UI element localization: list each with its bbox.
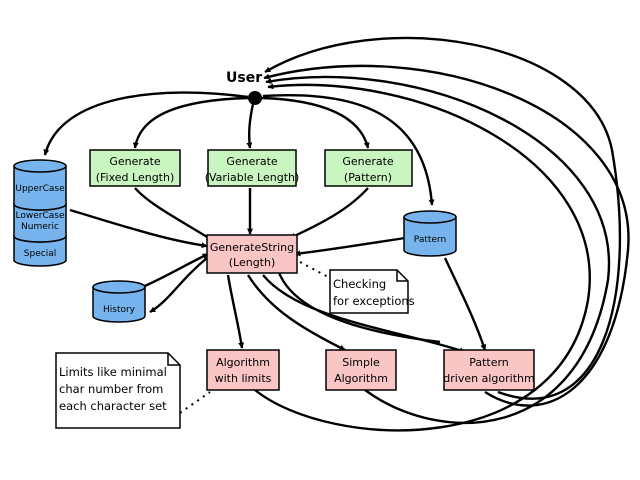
charset-database[interactable]: Special LowerCase Numeric UpperCase [13,159,67,267]
note-exceptions-line1: Checking [333,277,386,291]
connectors [43,36,630,432]
pattern-algorithm-box[interactable]: Pattern driven algorithm [443,349,535,391]
edge-user-to-pattern-db [262,94,435,206]
generate-string-title: GenerateString [210,241,294,254]
charset-special-label: Special [24,249,56,259]
history-db-label: History [103,305,136,315]
edge-charset-to-core [69,208,208,249]
charset-numeric-label: Numeric [21,222,59,232]
edge-core-to-pattern-alg [262,274,466,354]
edge-pattern-alg-to-user [263,64,630,407]
note-limits-line3: each character set [59,399,167,413]
simple-algorithm-subtitle: Algorithm [334,372,388,385]
generate-variable-box[interactable]: Generate (Variable Length) [205,149,300,187]
edge-limits-to-user [254,83,591,432]
note-connectors [179,261,331,414]
edge-pattern-gen-to-core [289,187,369,240]
dotted-link-limits [179,391,211,414]
generate-fixed-title: Generate [109,155,161,168]
generate-variable-subtitle: (Variable Length) [205,171,300,184]
dotted-link-exceptions [299,261,331,279]
charset-uppercase-label: UpperCase [15,184,65,194]
algorithm-limits-box[interactable]: Algorithm with limits [206,349,280,391]
generate-string-subtitle: (Length) [229,256,276,269]
pattern-algorithm-subtitle: driven algorithm [443,372,534,385]
edge-user-to-generate-fixed [132,96,249,149]
edge-core-loop [276,269,441,344]
pattern-database[interactable]: Pattern [403,210,457,257]
note-limits-line2: char number from [59,382,163,396]
user-label: User [226,70,262,86]
generate-fixed-subtitle: (Fixed Length) [96,171,175,184]
uppercase-cylinder: UpperCase [13,159,67,211]
algorithm-limits-subtitle: with limits [215,372,272,385]
edge-user-to-generate-variable [246,103,255,149]
edge-user-to-charset-db [43,91,249,156]
user-node[interactable]: User [226,70,262,105]
note-limits-line1: Limits like minimal [59,365,167,379]
simple-algorithm-box[interactable]: Simple Algorithm [325,349,397,391]
edge-pattern-db-to-core [294,236,406,257]
note-exceptions: Checking for exceptions [329,269,415,314]
edge-pattern-db-to-pattern-alg [443,257,487,351]
edge-core-to-simple [246,274,346,352]
edge-core-to-limits [226,274,245,349]
note-exceptions-line2: for exceptions [333,294,415,308]
generate-string-box[interactable]: GenerateString (Length) [206,234,298,274]
edge-outer-loop-to-user [264,36,622,400]
edge-simple-to-user [265,75,611,425]
generate-fixed-box[interactable]: Generate (Fixed Length) [89,149,181,187]
edge-core-to-history [149,257,208,314]
history-database[interactable]: History [92,280,146,323]
edge-history-to-core [139,252,209,290]
simple-algorithm-title: Simple [342,356,380,369]
user-dot [248,91,262,105]
note-limits: Limits like minimal char number from eac… [55,352,181,429]
generate-pattern-subtitle: (Pattern) [344,171,392,184]
generate-pattern-box[interactable]: Generate (Pattern) [324,149,413,187]
pattern-db-label: Pattern [414,235,446,245]
pattern-algorithm-title: Pattern [469,356,509,369]
edge-fixed-to-core [134,187,213,242]
generate-variable-title: Generate [226,155,278,168]
algorithm-limits-title: Algorithm [216,356,270,369]
generate-pattern-title: Generate [342,155,394,168]
charset-lowercase-label: LowerCase [16,211,65,221]
edge-user-to-generate-pattern [261,96,370,149]
